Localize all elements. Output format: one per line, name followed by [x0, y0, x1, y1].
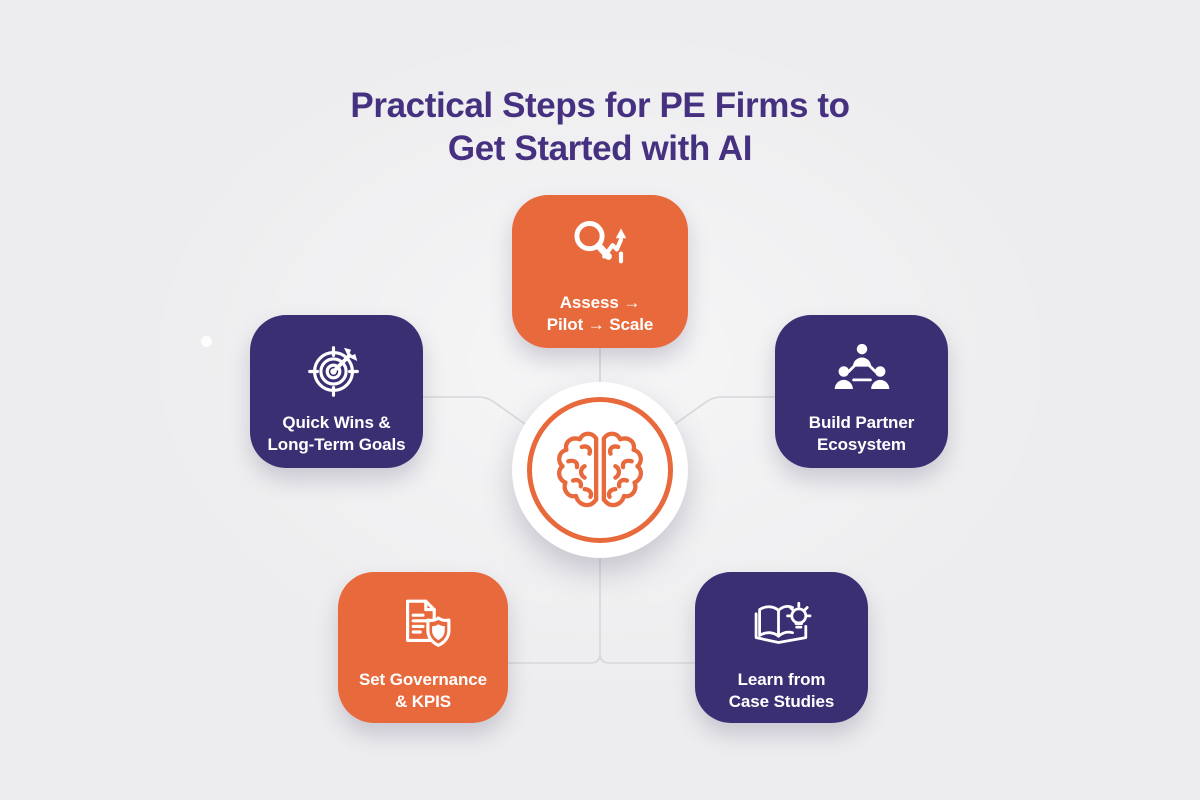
card-quick-wins-goals: Quick Wins & Long-Term Goals: [250, 315, 423, 468]
card-label-line1: Quick Wins &: [282, 413, 391, 432]
card-label-line2: Pilot → Scale: [546, 315, 654, 335]
card-label-line2: Ecosystem: [817, 435, 906, 455]
card-label: Quick Wins & Long-Term Goals: [268, 412, 406, 457]
card-label: Learn from Case Studies: [729, 669, 835, 714]
card-label-line2: Case Studies: [728, 692, 835, 712]
card-label-line2: Long-Term Goals: [267, 435, 406, 455]
people-network-icon: [827, 333, 897, 403]
card-label-line1: Build Partner: [808, 413, 915, 432]
central-hub: [512, 382, 688, 558]
document-shield-icon: [388, 590, 458, 660]
card-label-line1: Set Governance: [358, 670, 488, 689]
card-label: Assess → Pilot → Scale: [546, 292, 654, 337]
page-title-line1: Practical Steps for PE Firms to: [350, 86, 850, 125]
card-learn-case-studies: Learn from Case Studies: [695, 572, 868, 723]
card-label-line1: Assess →: [559, 293, 641, 312]
connector-right: [667, 396, 780, 430]
card-label-line1: Learn from: [737, 670, 826, 689]
brain-icon: [552, 422, 648, 518]
card-set-governance-kpis: Set Governance & KPIS: [338, 572, 508, 723]
card-build-partner-ecosystem: Build Partner Ecosystem: [775, 315, 948, 468]
card-label: Build Partner Ecosystem: [808, 412, 915, 457]
target-arrow-icon: [302, 333, 372, 403]
magnifier-growth-icon: [565, 213, 635, 283]
connector-bottom-left: [505, 548, 601, 664]
card-assess-pilot-scale: Assess → Pilot → Scale: [512, 195, 688, 348]
hub-ring: [527, 397, 673, 543]
card-label-line2: & KPIS: [394, 692, 452, 712]
decorative-dot: [201, 336, 212, 347]
book-lightbulb-icon: [747, 590, 817, 660]
page-title-line2: Get Started with AI: [447, 129, 753, 169]
connector-left: [420, 396, 533, 430]
page-title: Practical Steps for PE Firms to Get Star…: [0, 84, 1200, 171]
connector-bottom-right: [599, 653, 700, 664]
card-label: Set Governance & KPIS: [359, 669, 487, 714]
